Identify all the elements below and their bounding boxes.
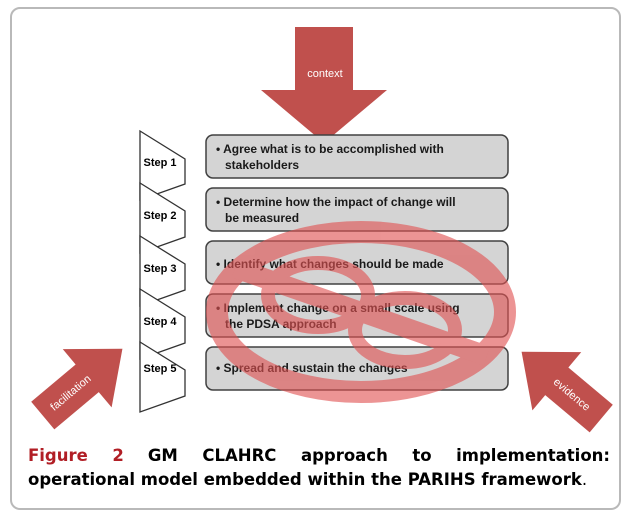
step-3-label: Step 3 <box>143 263 176 275</box>
figure-caption: Figure 2 GM CLAHRC approach to implement… <box>28 444 610 492</box>
context-arrow: context <box>261 27 387 143</box>
caption-end: . <box>581 470 588 489</box>
evidence-arrow: evidence <box>521 351 613 433</box>
step-2-chevron <box>139 181 186 254</box>
figure-label: Figure 2 <box>28 446 124 465</box>
facilitation-arrow: facilitation <box>31 348 123 430</box>
step-1-label: Step 1 <box>143 157 176 169</box>
step-5-label: Step 5 <box>143 363 176 375</box>
step-4-chevron <box>139 287 186 360</box>
step-4-label: Step 4 <box>143 316 177 328</box>
context-label: context <box>307 68 342 80</box>
red-watermark <box>206 221 516 403</box>
step-1-text-line-2: stakeholders <box>225 158 299 172</box>
step-5-chevron <box>139 340 186 413</box>
step-1-chevron <box>139 129 186 201</box>
figure-title: GM CLAHRC approach to implementation: op… <box>28 446 611 489</box>
step-1-text-line-1: • Agree what is to be accomplished with <box>216 142 444 156</box>
step-chevrons <box>139 129 186 413</box>
step-2-text-line-1: • Determine how the impact of change wil… <box>216 195 456 209</box>
step-1-box <box>205 134 509 179</box>
step-2-text-line-2: be measured <box>225 211 299 225</box>
step-3-chevron <box>139 234 186 307</box>
step-labels: Step 1 Step 2 Step 3 Step 4 Step 5 <box>143 157 177 375</box>
step-2-label: Step 2 <box>143 210 176 222</box>
